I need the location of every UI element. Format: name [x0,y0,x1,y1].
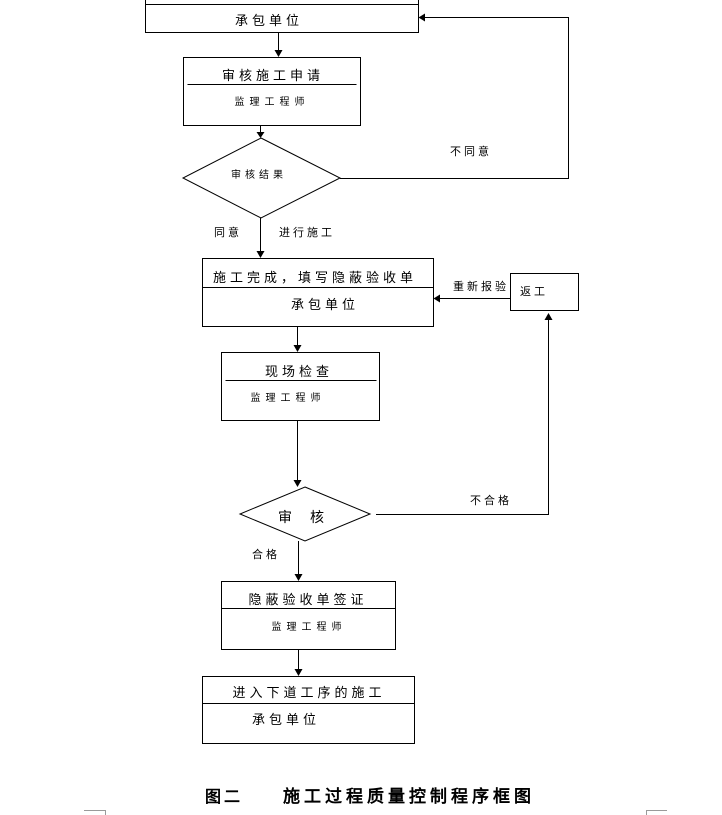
figure-caption-title: 施工过程质量控制程序框图 [283,786,535,807]
node-site-inspection-role: 监理工程师 [251,391,326,404]
node-construction-complete-title: 施工完成，填写隐蔽验收单 [213,270,417,286]
node-review-application-frame [183,57,361,126]
decision-review: 审 核 [238,486,372,542]
node-acceptance-sign-title: 隐蔽验收单签证 [248,592,367,608]
figure-caption: 图二 施工过程质量控制程序框图 [205,786,535,807]
decision-review-result: 审核结果 [181,137,342,219]
edge-label-agree: 同意 [214,225,242,239]
node-top-submission: 承包单位 [145,0,419,33]
node-construction-complete-frame [202,258,434,327]
figure-caption-number: 图二 [205,787,243,806]
node-review-application: 审核施工申请 监理工程师 [183,57,361,126]
node-top-submission-frame [145,0,419,33]
node-top-submission-role: 承包单位 [235,14,303,29]
arrow-unqualified-loop-head [544,313,553,320]
arrow-disagree-loop-head [418,13,425,22]
node-site-inspection: 现场检查 监理工程师 [221,352,380,421]
edge-label-qualified: 合格 [252,547,280,561]
arrow-review-to-decision-head [256,132,265,138]
arrow-inspection-to-decision [293,420,302,487]
node-construction-complete: 施工完成，填写隐蔽验收单 承包单位 [202,258,434,327]
arrow-disagree-loop-line [340,17,569,179]
page-corner-mark-left [84,810,106,815]
node-site-inspection-frame [221,352,380,421]
node-site-inspection-title: 现场检查 [265,365,333,380]
node-rework-label: 返工 [520,285,548,298]
decision-review-shape [238,486,372,542]
node-acceptance-sign-role: 监理工程师 [272,620,347,633]
edge-label-unqualified: 不合格 [470,493,512,507]
node-construction-complete-role: 承包单位 [291,298,359,313]
node-next-process-title: 进入下道工序的施工 [232,685,385,701]
node-review-application-role: 监理工程师 [235,95,310,108]
arrow-agree: 同意 进行施工 [214,218,335,258]
decision-review-label: 审 核 [278,510,326,526]
arrow-sign-to-next [294,649,303,676]
node-rework: 返工 [510,273,579,311]
arrow-disagree-loop: 不同意 [340,13,569,179]
arrow-qualified-head [294,574,303,581]
node-next-process-frame [202,676,415,744]
page-corner-mark-right [646,810,667,815]
node-acceptance-sign: 隐蔽验收单签证 监理工程师 [221,581,396,650]
arrow-complete-to-inspection [293,326,302,352]
arrow-unqualified-loop: 不合格 [376,313,553,515]
node-acceptance-sign-frame [221,581,396,650]
decision-review-result-label: 审核结果 [231,168,287,181]
edge-label-proceed: 进行施工 [279,226,335,239]
arrow-unqualified-loop-line [376,319,549,515]
edge-label-disagree: 不同意 [450,144,492,158]
arrow-inspection-to-decision-head [293,480,302,487]
arrow-sign-to-next-head [294,669,303,676]
arrow-resubmit: 重新报验 [433,279,510,303]
node-next-process: 进入下道工序的施工 承包单位 [202,676,415,744]
node-next-process-role: 承包单位 [252,713,320,728]
arrow-agree-head [256,251,265,258]
arrow-top-to-review-head [274,50,283,57]
arrow-top-to-review [274,33,283,57]
arrow-complete-to-inspection-head [293,345,302,352]
arrow-qualified: 合格 [252,541,303,581]
node-rework-frame [510,273,579,311]
edge-label-resubmit: 重新报验 [453,279,509,293]
arrow-review-to-decision [256,125,265,138]
node-review-application-title: 审核施工申请 [222,69,324,84]
arrow-resubmit-head [433,294,440,303]
